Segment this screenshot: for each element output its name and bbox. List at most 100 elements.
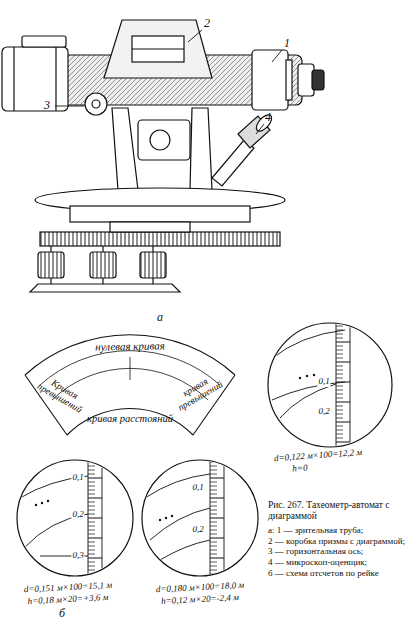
drawing-stroke: [270, 330, 345, 360]
diagram-label: 0,3: [71, 551, 84, 561]
drawing-stroke: [88, 494, 95, 495]
drawing-stroke: [299, 374, 315, 379]
drawing-stroke: [35, 504, 37, 506]
drawing-stroke: [40, 232, 280, 246]
diagram-label: h=0,18 м×20=+3,6 м: [27, 593, 108, 607]
drawing-stroke: [336, 330, 343, 331]
drawing-stroke: [88, 474, 95, 475]
drawing-stroke: [336, 394, 343, 395]
drawing-stroke: [160, 540, 210, 560]
drawing-stroke: [336, 421, 350, 422]
drawing-stroke: [50, 278, 51, 284]
drawing-stroke: [210, 455, 224, 585]
drawing-stroke: [2, 47, 68, 111]
drawing-stroke: [336, 426, 343, 427]
drawing-stroke: [336, 350, 343, 351]
diagram-label: 0,1: [191, 483, 204, 493]
drawing-stroke: [30, 284, 180, 292]
drawing-stroke: [88, 557, 102, 558]
drawing-stroke: [210, 497, 224, 498]
drawing-stroke: [132, 48, 184, 49]
drawing-stroke: [254, 112, 275, 134]
diagram-label: Кривая превышений: [32, 370, 93, 417]
drawing-stroke: [88, 534, 95, 535]
diagram-label: кривая расстояний: [87, 413, 173, 425]
drawing-stroke: [92, 100, 100, 108]
callout-number: б: [59, 607, 65, 620]
drawing-stroke: [210, 546, 217, 547]
drawing-stroke: [150, 508, 210, 540]
drawing-stroke: [336, 398, 343, 399]
drawing-stroke: [306, 375, 308, 377]
drawing-stroke: [210, 537, 224, 538]
drawing-stroke: [336, 320, 350, 450]
drawing-stroke: [336, 358, 343, 359]
tacheometer: [2, 20, 324, 292]
drawing-stroke: [152, 278, 153, 284]
drawing-stroke: [88, 570, 95, 571]
drawing-stroke: [132, 36, 184, 62]
caption-block: Рис. 267. Тахеометр-автомат с диаграммой…: [268, 500, 406, 579]
drawing-stroke: [210, 514, 217, 515]
drawing-stroke: [88, 577, 102, 578]
drawing-stroke: [88, 542, 95, 543]
drawing-stroke: [102, 246, 103, 252]
drawing-stroke: [210, 466, 217, 467]
drawing-stroke: [336, 386, 343, 387]
drawing-stroke: [88, 550, 95, 551]
drawing-stroke: [336, 410, 343, 411]
drawing-stroke: [142, 460, 258, 576]
drawing-stroke: [336, 390, 343, 391]
drawing-stroke: [104, 20, 212, 78]
drawing-stroke: [88, 497, 102, 498]
drawing-stroke: [210, 506, 217, 507]
drawing-stroke: [336, 321, 350, 322]
drawing-stroke: [88, 455, 102, 585]
drawing-stroke: [336, 441, 350, 442]
drawing-stroke: [210, 530, 217, 531]
drawing-stroke: [88, 506, 95, 507]
callout-number: а: [157, 311, 163, 324]
drawing-stroke: [17, 460, 133, 576]
drawing-stroke: [210, 490, 217, 491]
drawing-stroke: [145, 474, 210, 498]
drawing-stroke: [88, 466, 95, 467]
drawing-stroke: [88, 562, 95, 563]
drawing-stroke: [47, 500, 49, 502]
callout-number: 4: [265, 111, 271, 124]
drawing-stroke: [88, 546, 95, 547]
drawing-stroke: [210, 486, 217, 487]
legend-note: 2 — коробка призмы с диаграммой;: [268, 536, 406, 547]
drawing-stroke: [336, 418, 343, 419]
drawing-stroke: [336, 334, 343, 335]
drawing-stroke: [336, 322, 350, 446]
drawing-stroke: [336, 338, 343, 339]
drawing-stroke: [280, 384, 336, 418]
drawing-stroke: [88, 470, 95, 471]
drawing-stroke: [90, 252, 116, 278]
drawing-stroke: [190, 108, 212, 190]
drawing-stroke: [210, 517, 224, 518]
drawing-stroke: [210, 542, 217, 543]
drawing-stroke: [210, 482, 217, 483]
diagram-label: 0,2: [71, 510, 84, 520]
drawing-stroke: [85, 93, 107, 115]
drawing-stroke: [159, 515, 173, 521]
drawing-stroke: [35, 500, 49, 506]
drawing-stroke: [152, 246, 153, 252]
drawing-stroke: [41, 502, 43, 504]
drawing-stroke: [88, 502, 95, 503]
drawing-stroke: [336, 378, 343, 379]
drawing-stroke: [210, 494, 217, 495]
drawing-stroke: [212, 140, 254, 186]
drawing-stroke: [210, 474, 217, 475]
drawing-stroke: [88, 482, 95, 483]
drawing-stroke: [188, 30, 202, 42]
diagram-label: 0,2: [191, 525, 204, 535]
drawing-stroke: [40, 351, 220, 385]
drawing-stroke: [336, 326, 343, 327]
drawing-stroke: [299, 377, 301, 379]
diagram-label: нулевая кривая: [95, 339, 165, 352]
drawing-stroke: [38, 252, 64, 278]
